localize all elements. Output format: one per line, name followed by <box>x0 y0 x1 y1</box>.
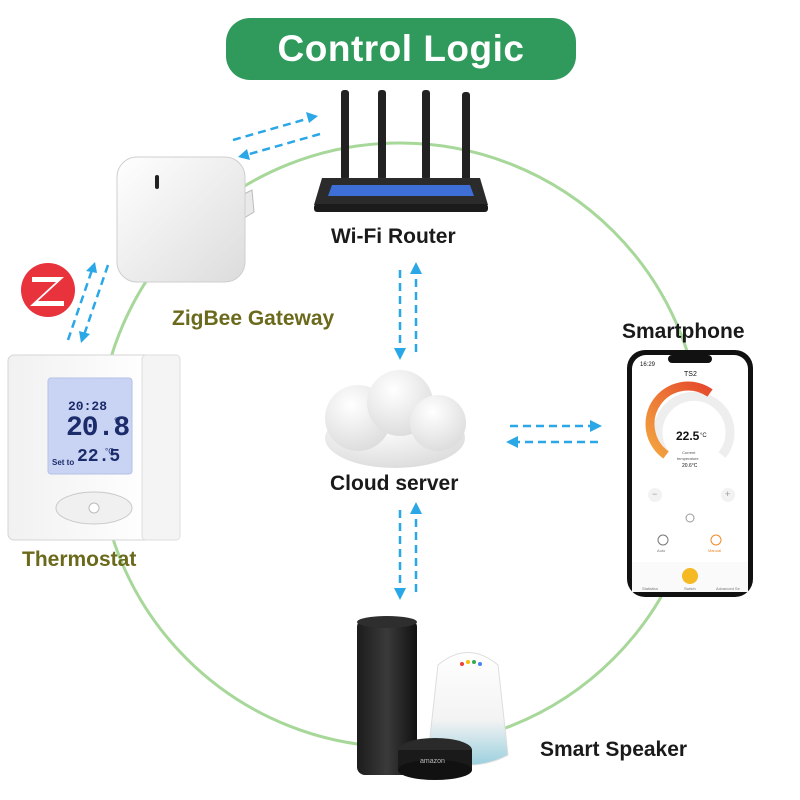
phone-tab-statistics[interactable]: Statistics <box>642 586 659 591</box>
smart-speaker-group <box>357 616 509 780</box>
thermostat-device <box>7 354 181 541</box>
phone-tab-switch[interactable]: Switch <box>684 586 696 591</box>
arrow-gateway-to-router <box>232 116 311 142</box>
speaker-brand-label: amazon <box>420 758 445 765</box>
phone-status-time: 16:29 <box>640 362 656 368</box>
thermostat-setto-label: Set to <box>52 458 75 467</box>
phone-gauge-arc <box>645 381 713 459</box>
phone-mode-manual-label: Manual <box>708 548 722 553</box>
thermostat-unit: °C <box>114 417 126 428</box>
phone-set-temp: 22.5 <box>676 429 700 443</box>
switch-tab-icon[interactable] <box>682 568 698 584</box>
phone-device-name: TS2 <box>684 371 697 378</box>
smartphone-label: Smartphone <box>622 320 745 343</box>
arrow-router-to-gateway <box>245 132 321 157</box>
cloud-label: Cloud server <box>330 472 459 495</box>
thermostat-setpoint: 22.5 <box>77 447 121 467</box>
lock-icon <box>685 513 695 523</box>
phone-current-value: 20.6°C <box>682 463 698 469</box>
thermostat-lcd <box>47 377 133 475</box>
phone-plus-button[interactable]: + <box>725 489 731 499</box>
speaker-label: Smart Speaker <box>540 738 688 761</box>
thermostat-label: Thermostat <box>22 548 137 571</box>
phone-minus-button[interactable]: − <box>652 489 658 499</box>
cloud-server-shape <box>325 370 466 468</box>
smartphone-device <box>627 350 753 597</box>
zigbee-gateway-device <box>116 156 255 283</box>
phone-set-unit: °C <box>700 433 707 439</box>
page-title: Control Logic <box>226 18 576 80</box>
mode-manual-icon[interactable] <box>710 534 722 546</box>
thermostat-clock: 20:28 <box>68 399 108 414</box>
arrows <box>66 112 602 600</box>
echo-tower <box>357 619 417 775</box>
arrow-gateway-to-thermostat <box>82 264 110 336</box>
zigbee-logo-icon <box>21 263 75 317</box>
phone-current-label-2: temperature <box>677 456 699 461</box>
phone-mode-auto-label: Auto <box>657 548 666 553</box>
thermostat-temperature: 20.8 <box>66 413 130 444</box>
router-label: Wi-Fi Router <box>331 225 456 248</box>
wifi-router-device <box>314 90 488 212</box>
mode-auto-icon[interactable] <box>657 534 669 546</box>
gateway-label: ZigBee Gateway <box>172 307 335 330</box>
phone-tab-advanced[interactable]: Advanced Se <box>716 586 740 591</box>
phone-current-label-1: Current <box>682 450 696 455</box>
thermostat-setpoint-unit: °C <box>105 447 114 456</box>
gateway-led <box>155 175 159 189</box>
